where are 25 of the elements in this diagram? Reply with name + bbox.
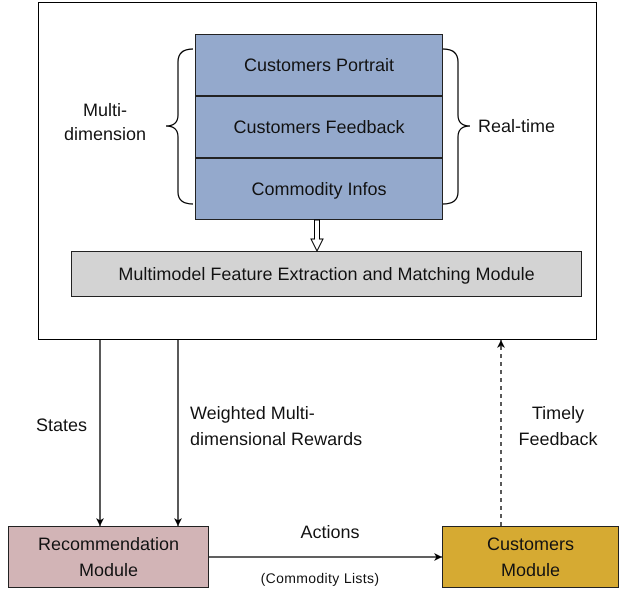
text-label: Real-time — [478, 115, 556, 138]
module-box — [71, 251, 582, 297]
data-box — [195, 96, 443, 158]
text-label: (Commodity Lists) — [260, 569, 380, 588]
edge-label: States — [36, 414, 88, 437]
text-label: Multi-dimension — [62, 99, 148, 146]
node-text: Customers Portrait — [242, 54, 396, 77]
edge-label: Timely Feedback — [517, 402, 599, 451]
container-box — [38, 2, 597, 340]
data-box — [195, 34, 443, 96]
node-text: Multimodel Feature Extraction and Matching Module — [117, 263, 536, 286]
arrow — [209, 553, 442, 561]
edge-label: Actions — [299, 521, 361, 544]
arrow — [174, 340, 182, 526]
dashed-arrow — [497, 340, 505, 526]
hollow-arrow — [310, 220, 324, 252]
node-text: Customers Feedback — [232, 116, 406, 139]
module-box — [8, 526, 209, 588]
edge-label: Weighted Multi-dimensional Rewards — [190, 402, 364, 451]
node-text: Customers Module — [486, 533, 576, 582]
data-box — [195, 158, 443, 220]
node-text: Commodity Infos — [250, 178, 388, 201]
arrow — [96, 340, 104, 526]
module-box — [442, 526, 619, 588]
node-text: Recommendation Module — [36, 533, 180, 582]
